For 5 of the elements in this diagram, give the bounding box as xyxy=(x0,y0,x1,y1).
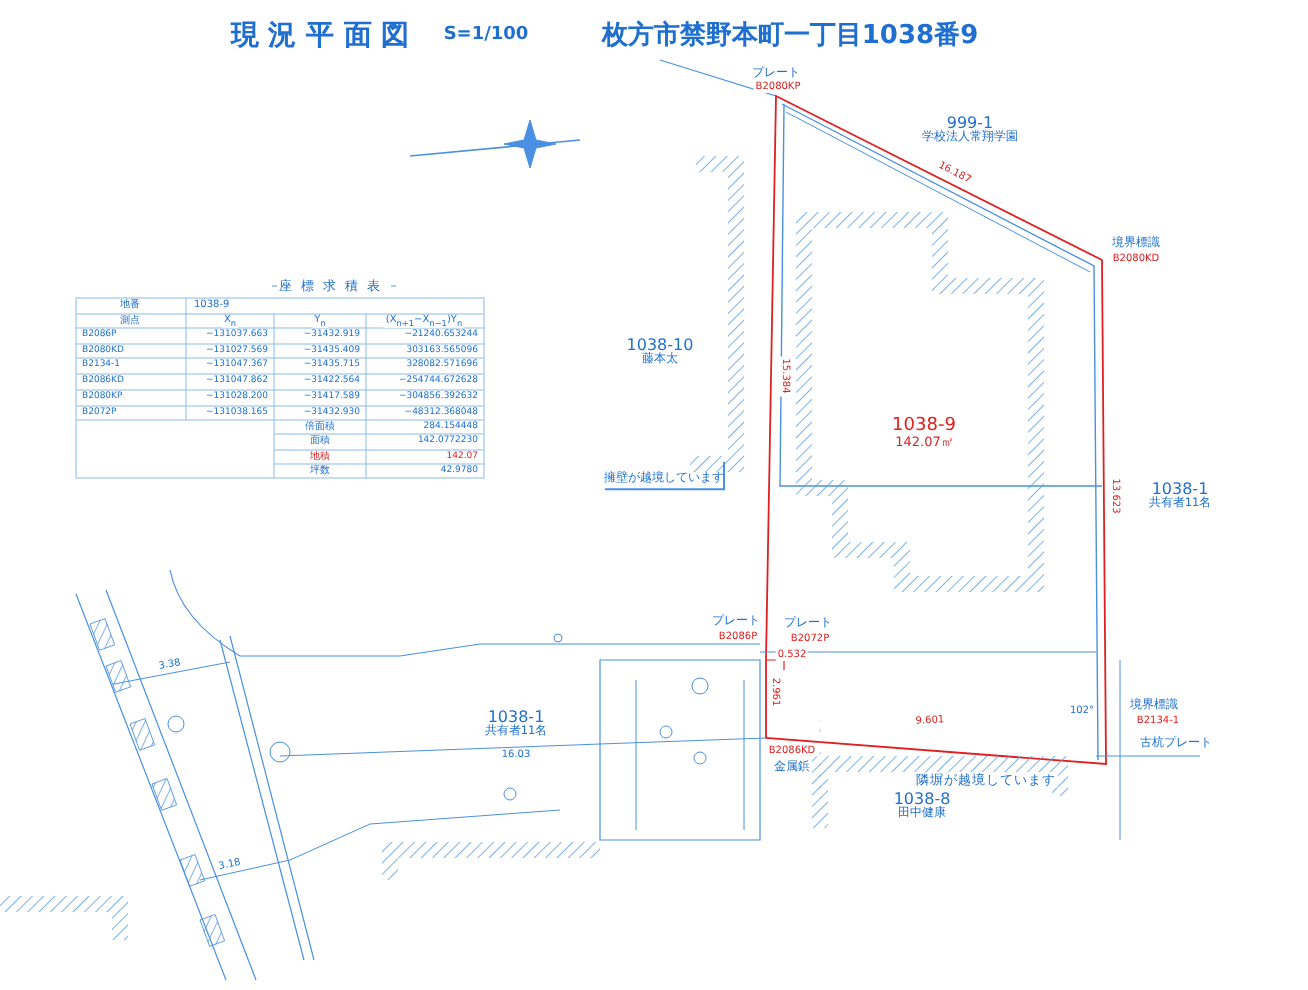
address-title: 枚方市禁野本町一丁目1038番9 xyxy=(599,23,981,49)
map-title: 現 況 平 面 図 xyxy=(230,22,410,50)
retaining-wall xyxy=(690,156,744,472)
scale-text: S=1/100 xyxy=(441,27,531,45)
leader-line xyxy=(604,461,725,491)
